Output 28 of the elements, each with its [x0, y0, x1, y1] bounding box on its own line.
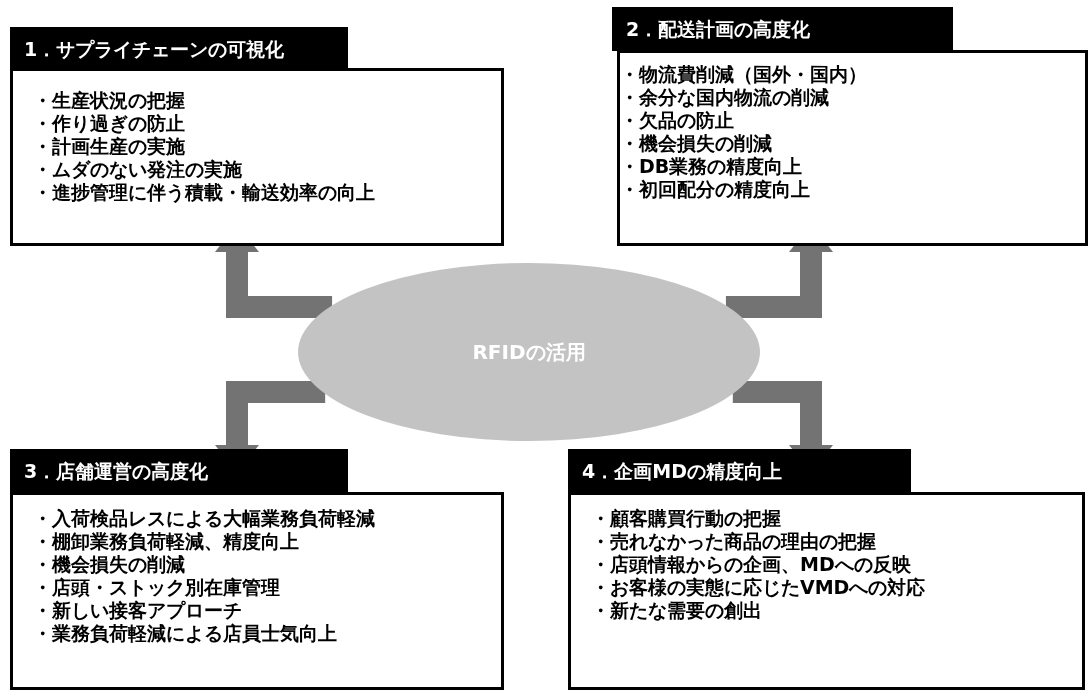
bullet-item: ・売れなかった商品の理由の把握 — [591, 530, 876, 553]
heading-tab: 1．サプライチェーンの可視化 — [10, 27, 348, 71]
bullet-item: ・欠品の防止 — [620, 109, 734, 132]
bullet-item: ・初回配分の精度向上 — [620, 178, 810, 201]
bullet-item: ・店頭・ストック別在庫管理 — [33, 576, 280, 599]
bullet-item: ・新たな需要の創出 — [591, 599, 762, 622]
bullet-item: ・店頭情報からの企画、MDへの反映 — [591, 553, 911, 576]
bullet-item: ・余分な国内物流の削減 — [620, 86, 829, 109]
bullet-item: ・ムダのない発注の実施 — [33, 158, 242, 181]
bullet-item: ・顧客購買行動の把握 — [591, 507, 781, 530]
bullet-item: ・お客様の実態に応じたVMDへの対応 — [591, 576, 926, 599]
bullet-item: ・DB業務の精度向上 — [620, 155, 803, 178]
center-ellipse — [297, 262, 761, 442]
bullet-item: ・生産状況の把握 — [33, 89, 185, 112]
bullet-item: ・機会損失の削減 — [620, 132, 772, 155]
bullet-item: ・作り過ぎの防止 — [33, 112, 185, 135]
bullet-item: ・物流費削減（国外・国内） — [620, 63, 867, 86]
bullet-item: ・入荷検品レスによる大幅業務負荷軽減 — [33, 507, 375, 530]
bullet-item: ・機会損失の削減 — [33, 553, 185, 576]
heading-tab: 4．企画MDの精度向上 — [568, 449, 911, 493]
bullet-item: ・業務負荷軽減による店員士気向上 — [33, 622, 337, 645]
bullet-item: ・進捗管理に伴う積載・輸送効率の向上 — [33, 181, 375, 204]
bullet-item: ・棚卸業務負荷軽減、精度向上 — [33, 530, 299, 553]
bullet-item: ・計画生産の実施 — [33, 135, 185, 158]
bullet-item: ・新しい接客アプローチ — [33, 599, 242, 622]
heading-tab: 3．店舗運営の高度化 — [10, 449, 348, 493]
heading-tab: 2．配送計画の高度化 — [612, 7, 953, 51]
center-label: RFIDの活用 — [472, 338, 586, 366]
